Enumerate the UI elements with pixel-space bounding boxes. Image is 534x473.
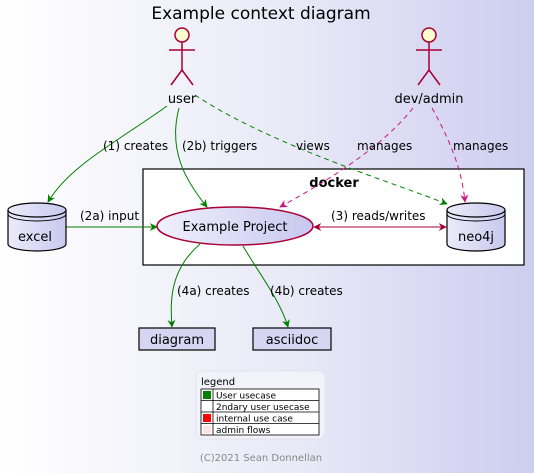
legend-swatch-internal-usecase [203,414,211,422]
edge-user-triggers-project [175,107,208,208]
edge-user-creates-excel [47,105,168,203]
dev-admin-label: dev/admin [394,92,463,107]
node-diagram[interactable]: diagram [138,327,216,351]
footer-copyright: (C)2021 Sean Donnellan [200,453,322,464]
neo4j-label: neo4j [458,230,494,245]
user-actor-icon [169,27,195,86]
artifact-box [252,327,332,351]
edge-label-creates-diagram: (4a) creates [177,284,250,298]
legend-swatch-secondary-usecase [203,402,211,411]
edge-project-creates-asciidoc [242,245,290,328]
docker-label: docker [309,176,359,191]
database-icon [446,202,506,252]
user-label: user [168,92,197,107]
edge-label-views: views [296,139,330,153]
edge-label-input: (2a) input [80,209,139,223]
node-example-project[interactable]: Example Project [156,206,314,246]
node-neo4j[interactable]: neo4j [446,202,506,252]
actor-user[interactable]: user [168,27,197,107]
diagram-label: diagram [150,333,204,348]
legend: legend User usecase 2ndary user usecase … [195,370,326,440]
edge-admin-manages-project [279,107,414,208]
example-project-label: Example Project [182,220,287,235]
legend-swatch-admin-flows [203,425,211,434]
database-icon [7,202,67,252]
edge-label-manages-2: manages [453,139,508,153]
admin-actor-icon [416,27,442,86]
legend-swatch-user-usecase [203,391,211,399]
edge-user-views-neo4j [194,94,448,206]
legend-item-label: User usecase [216,392,276,402]
edge-project-creates-diagram [167,243,201,328]
artifact-box [138,327,216,351]
edge-label-manages-1: manages [357,139,412,153]
edge-label-triggers: (2b) triggers [182,139,257,153]
diagram-title: Example context diagram [151,4,370,24]
legend-item-label: 2ndary user usecase [216,403,310,413]
edge-admin-manages-neo4j [431,107,469,203]
legend-title: legend [201,377,235,388]
actor-dev-admin[interactable]: dev/admin [394,27,464,107]
legend-item-label: admin flows [216,426,271,436]
edge-label-reads-writes: (3) reads/writes [331,209,426,223]
node-asciidoc[interactable]: asciidoc [252,327,332,351]
legend-item-label: internal use case [216,415,293,425]
usecase-ellipse [156,206,314,246]
edge-label-creates-excel: (1) creates [103,139,168,153]
excel-label: excel [18,230,52,245]
edge-label-creates-asciidoc: (4b) creates [270,284,343,298]
asciidoc-label: asciidoc [266,333,318,348]
node-excel[interactable]: excel [7,202,67,252]
